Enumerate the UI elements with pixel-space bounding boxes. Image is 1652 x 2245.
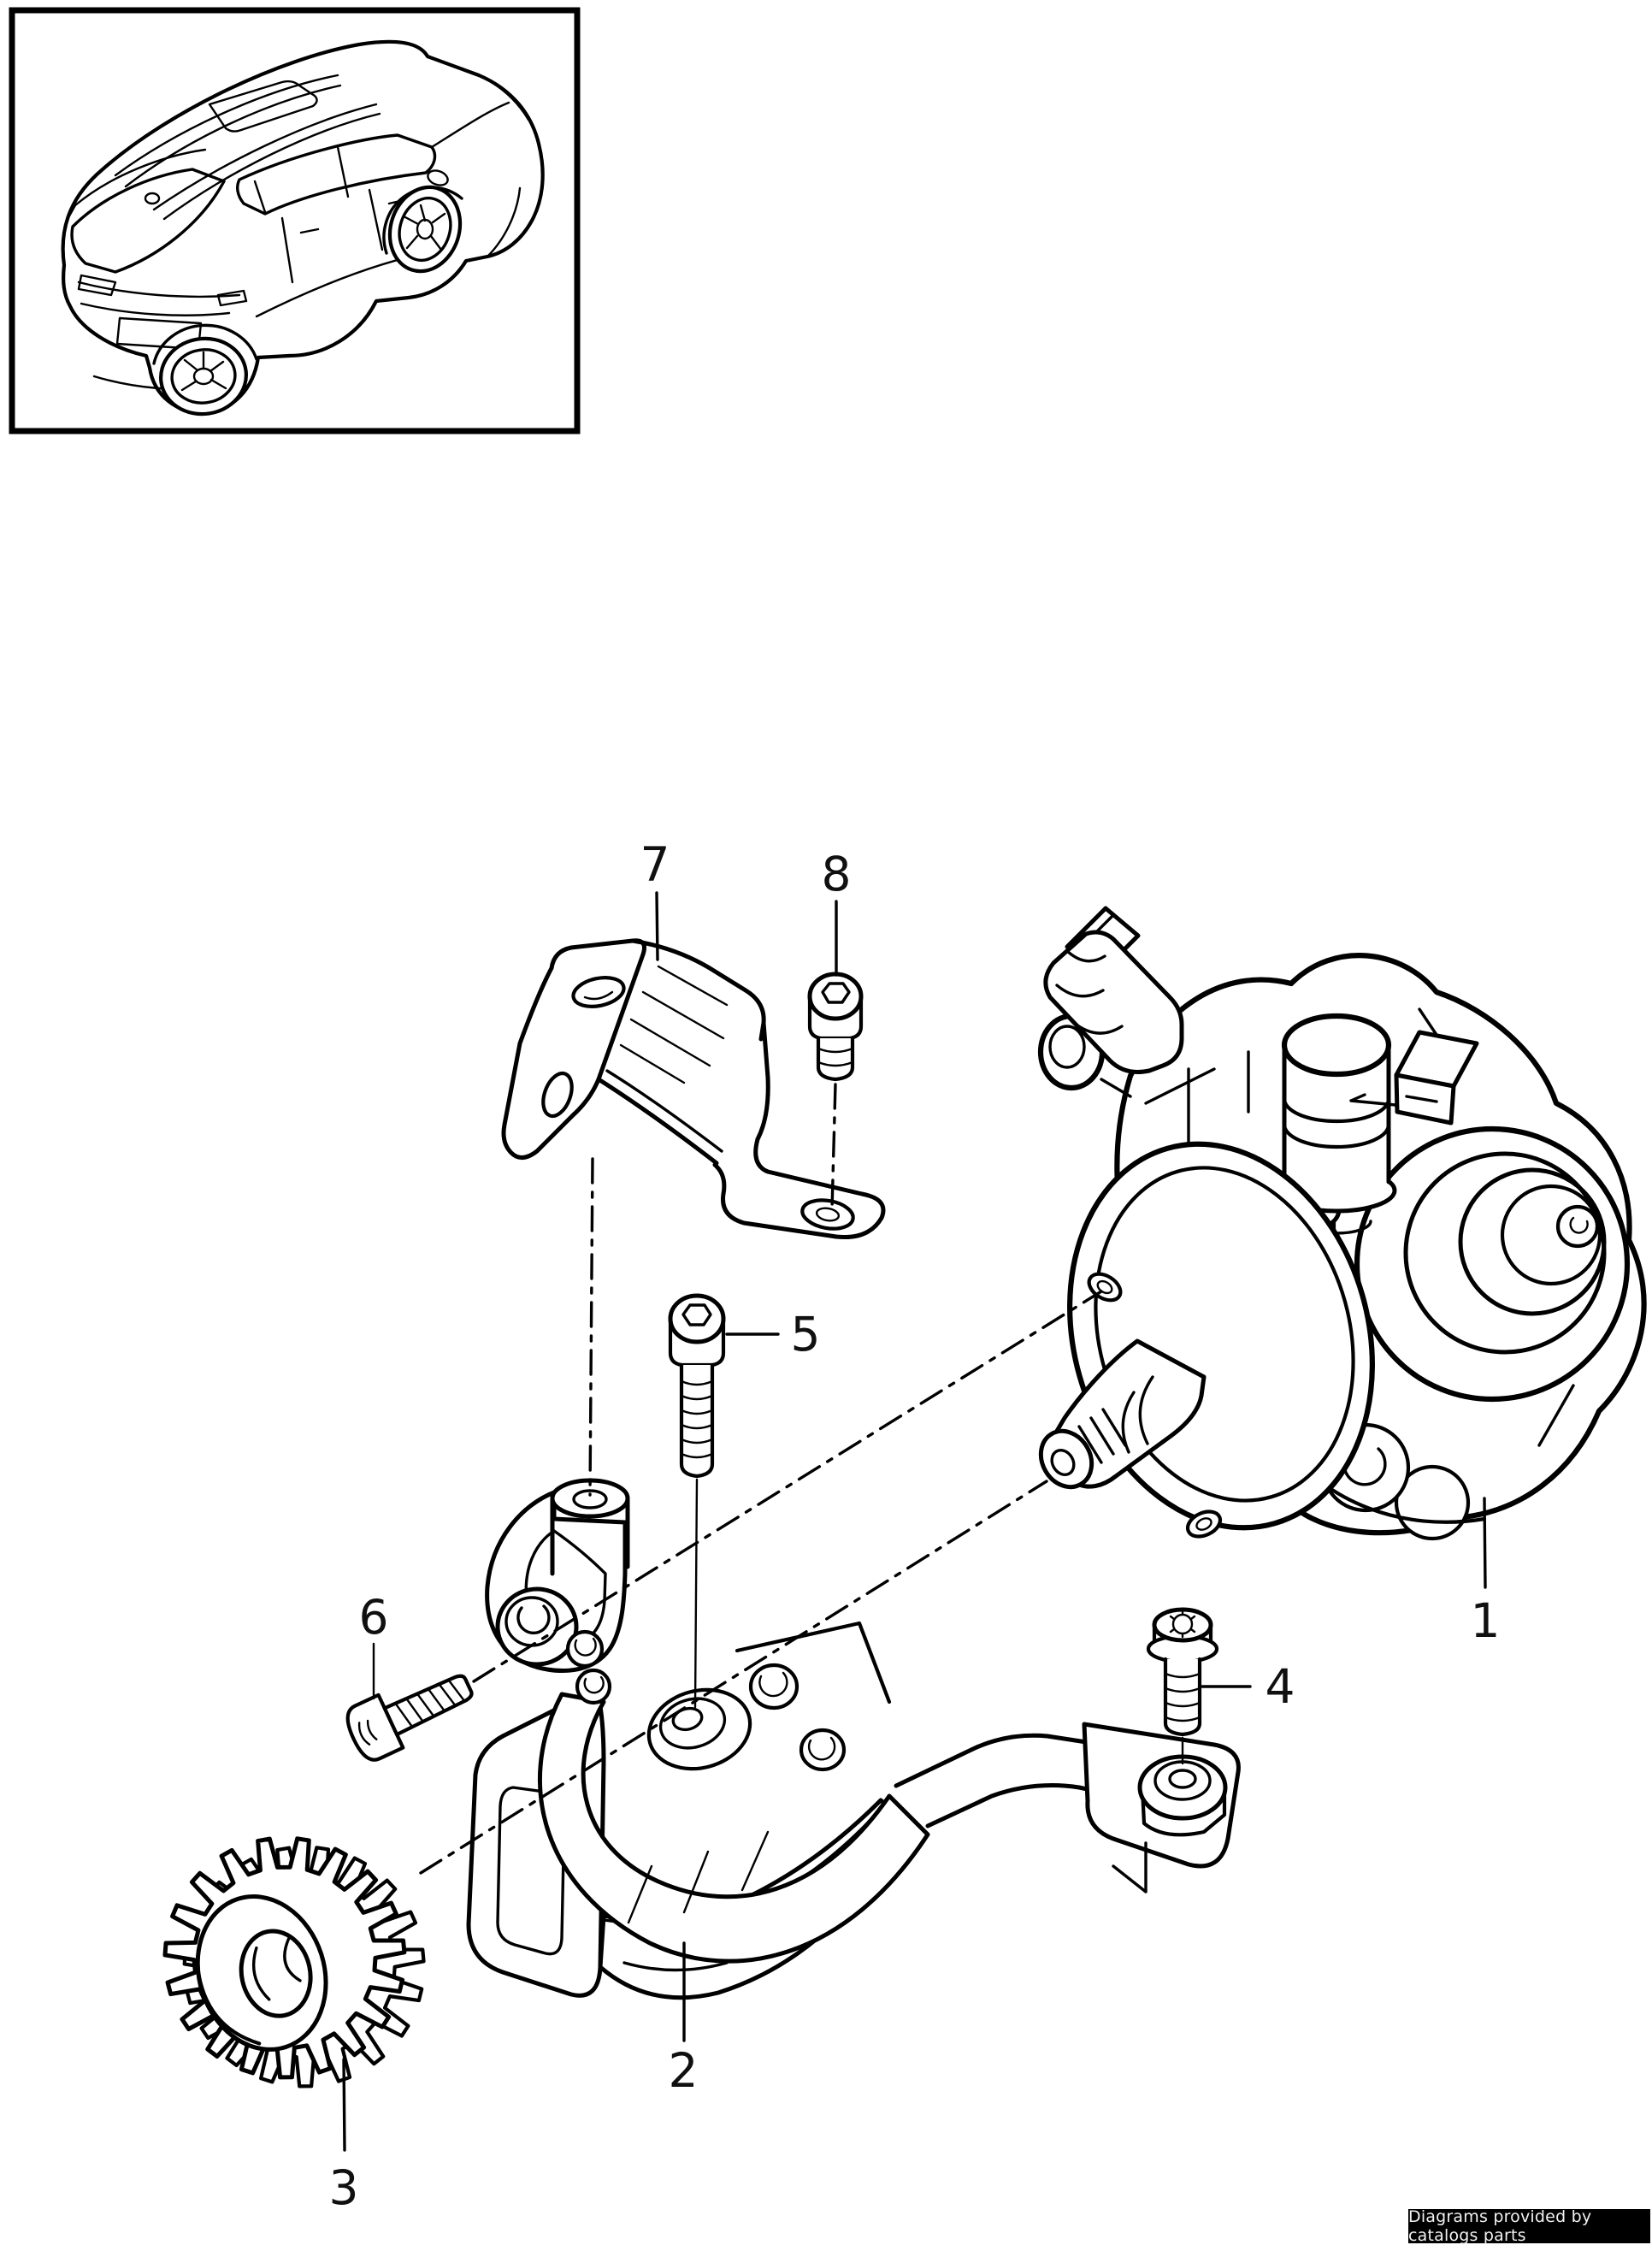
- callout-5: 5: [725, 1307, 821, 1362]
- part-1-pump-drawing: [1037, 906, 1647, 1541]
- callout-7: 7: [640, 837, 670, 961]
- callouts: 1 2 3 4 5 6 7: [329, 837, 1501, 2215]
- exploded-diagram: 1 2 3 4 5 6 7: [162, 837, 1647, 2215]
- bolt4-boss-hole: [1168, 1769, 1197, 1789]
- cradle-hub: [646, 1687, 752, 1771]
- callout-2: 2: [669, 1941, 699, 2098]
- hex-socket-icon: [681, 1303, 712, 1326]
- bolt5-axis-line: [693, 1478, 699, 1709]
- roof-antenna: [144, 192, 161, 205]
- thumbnail-border: [9, 7, 581, 434]
- watermark-badge: Diagrams provided by catalogs parts: [1408, 2207, 1650, 2245]
- callout-3-label: 3: [329, 2160, 359, 2215]
- bracket7-hole-a: [571, 976, 626, 1008]
- callout-8: 8: [822, 847, 852, 977]
- gear-bore: [239, 1929, 313, 2018]
- centerline-upper: [472, 1290, 1103, 1683]
- callout-3-leader: [342, 2058, 346, 2152]
- callout-3: 3: [329, 2058, 359, 2215]
- callout-4: 4: [1201, 1659, 1295, 1714]
- callout-8-label: 8: [822, 847, 852, 901]
- vehicle-thumbnail: [9, 7, 581, 434]
- bracket7-foot-hole: [800, 1198, 855, 1231]
- centerline-bolt8: [830, 1083, 837, 1212]
- taillight-right: [216, 289, 248, 307]
- part-4-bolt-drawing: [1146, 1607, 1219, 1765]
- part-5-bolt-drawing: [668, 1293, 726, 1709]
- pump-connector: [1349, 1030, 1479, 1125]
- flange-hole-lower: [1185, 1509, 1223, 1539]
- pump-shaft: [1038, 1338, 1207, 1490]
- pump-dome: [1354, 1125, 1631, 1403]
- callout-7-leader: [655, 891, 659, 961]
- boss-hole: [572, 1489, 608, 1509]
- suv-outline-icon: [61, 39, 545, 417]
- callout-6-label: 6: [359, 1590, 389, 1645]
- assembly-centerlines: [419, 1083, 1103, 1875]
- part-2-mount-bracket-drawing: [466, 1478, 1241, 2000]
- callout-6: 6: [359, 1590, 389, 1645]
- bracket7-hole-b: [541, 1071, 574, 1119]
- arm-bushing: [495, 1586, 579, 1667]
- centerline-bracket7: [588, 1157, 594, 1497]
- callout-4-label: 4: [1266, 1659, 1295, 1714]
- watermark-text: Diagrams provided by catalogs parts: [1408, 2207, 1592, 2245]
- part-3-gear-drawing: [162, 1836, 426, 2088]
- side-mirror: [427, 169, 449, 186]
- centerline-shaft: [419, 1480, 1048, 1875]
- hex-socket-icon: [821, 982, 851, 1004]
- part-8-bolt-drawing: [807, 972, 864, 1082]
- taillight-left: [77, 274, 117, 297]
- pump-outlet-fitting: [1043, 906, 1184, 1074]
- callout-1-leader: [1483, 1497, 1487, 1589]
- part-6-bolt-drawing: [345, 1642, 474, 1762]
- callout-5-label: 5: [791, 1307, 821, 1362]
- callout-7-label: 7: [640, 837, 670, 892]
- front-wheel: [387, 185, 463, 274]
- callout-1: 1: [1471, 1497, 1501, 1648]
- part-7-bracket-drawing: [501, 938, 886, 1240]
- rear-wheel: [159, 336, 248, 417]
- callout-1-label: 1: [1471, 1593, 1501, 1648]
- callout-2-label: 2: [669, 2043, 699, 2098]
